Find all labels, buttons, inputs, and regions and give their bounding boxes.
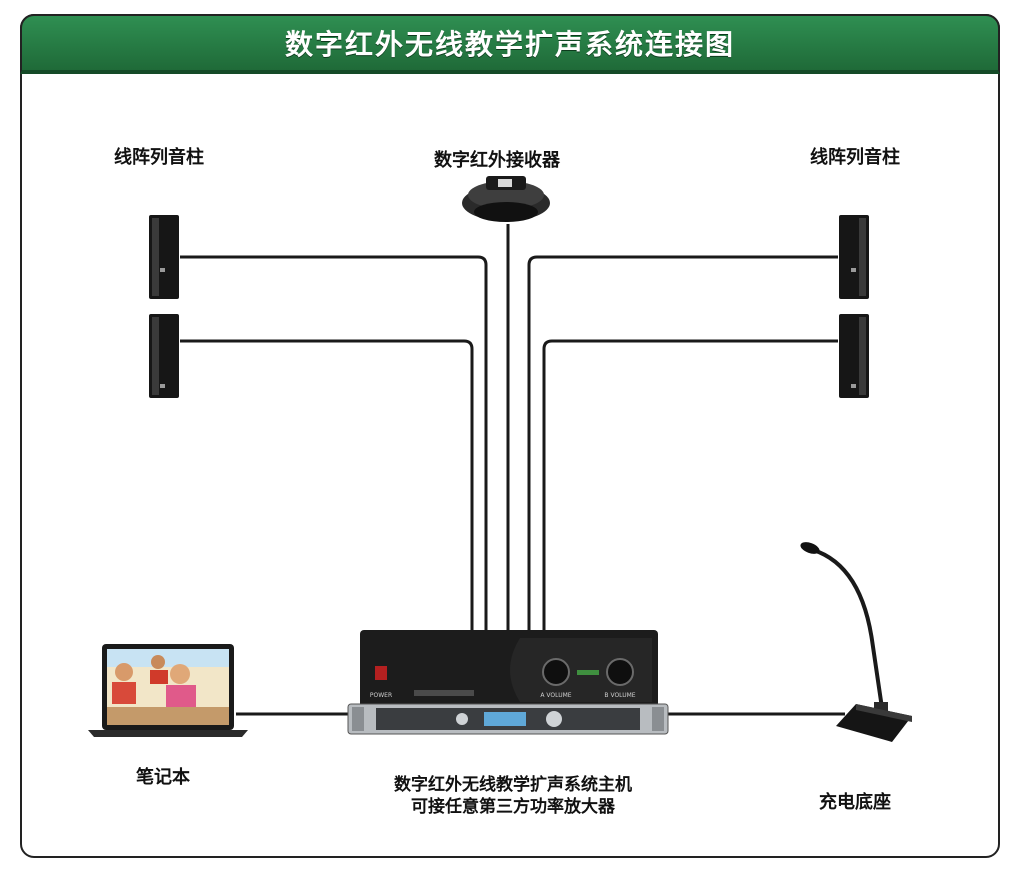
speaker-right-top [839,215,869,299]
cable-speaker-left-bottom [180,339,474,632]
microphone-charging-dock [800,542,912,742]
label-laptop: 笔记本 [136,767,190,788]
page-title: 数字红外无线教学扩声系统连接图 [284,28,735,61]
label-charging-dock: 充电底座 [819,792,891,813]
cables [180,224,845,716]
ir-receiver [462,176,550,222]
title-banner: 数字红外无线教学扩声系统连接图 [20,14,1000,74]
label-speaker-left: 线阵列音柱 [114,147,204,168]
label-system-host: 数字红外无线教学扩声系统主机 可接任意第三方功率放大器 [363,774,663,818]
cable-speaker-right-top [527,255,838,632]
speaker-right-bottom [839,314,869,398]
cable-speaker-right-bottom [542,339,838,632]
label-ir-receiver: 数字红外接收器 [434,150,560,171]
power-amplifier: A VOLUME B VOLUME POWER [360,630,658,708]
label-host-line2: 可接任意第三方功率放大器 [411,797,615,817]
laptop [88,644,248,737]
speaker-left-bottom [149,314,179,398]
system-host [347,703,669,735]
amp-power-label: POWER [370,692,392,699]
cable-speaker-left-top [180,255,488,632]
amp-b-volume-label: B VOLUME [604,692,635,699]
amp-a-volume-label: A VOLUME [540,692,571,699]
label-speaker-right: 线阵列音柱 [810,147,900,168]
speaker-left-top [149,215,179,299]
label-host-line1: 数字红外无线教学扩声系统主机 [394,775,632,795]
